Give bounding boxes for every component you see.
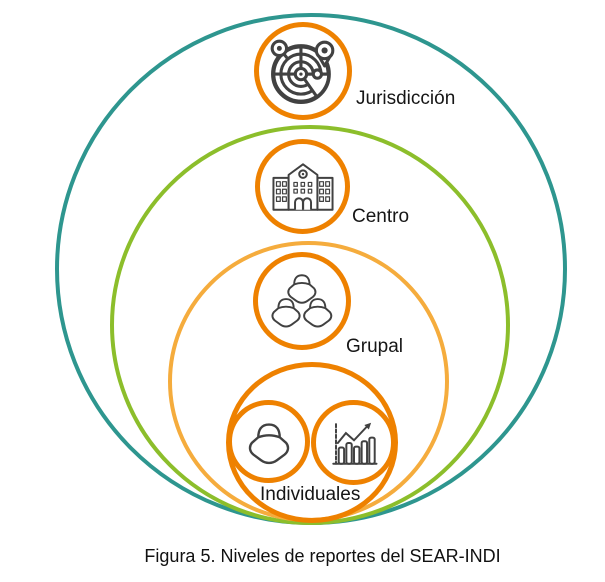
- radar-map-icon: [270, 39, 335, 104]
- individual-chart-badge: [311, 400, 396, 485]
- person-icon: [248, 422, 289, 464]
- centro-label: Centro: [352, 206, 410, 227]
- bar-chart-icon: [331, 422, 377, 465]
- building-icon: [271, 162, 334, 211]
- individuales-label: Individuales: [260, 484, 361, 505]
- centro-badge: [255, 139, 350, 234]
- grupal-badge: [253, 252, 351, 350]
- grupal-label: Grupal: [346, 336, 404, 357]
- jurisdiccion-badge: [254, 22, 352, 120]
- figure-caption: Figura 5. Niveles de reportes del SEAR-I…: [144, 546, 501, 566]
- jurisdiccion-label: Jurisdicción: [356, 88, 456, 109]
- individual-person-badge: [227, 400, 310, 483]
- centro-circle: [110, 125, 510, 525]
- group-people-icon: [271, 274, 333, 328]
